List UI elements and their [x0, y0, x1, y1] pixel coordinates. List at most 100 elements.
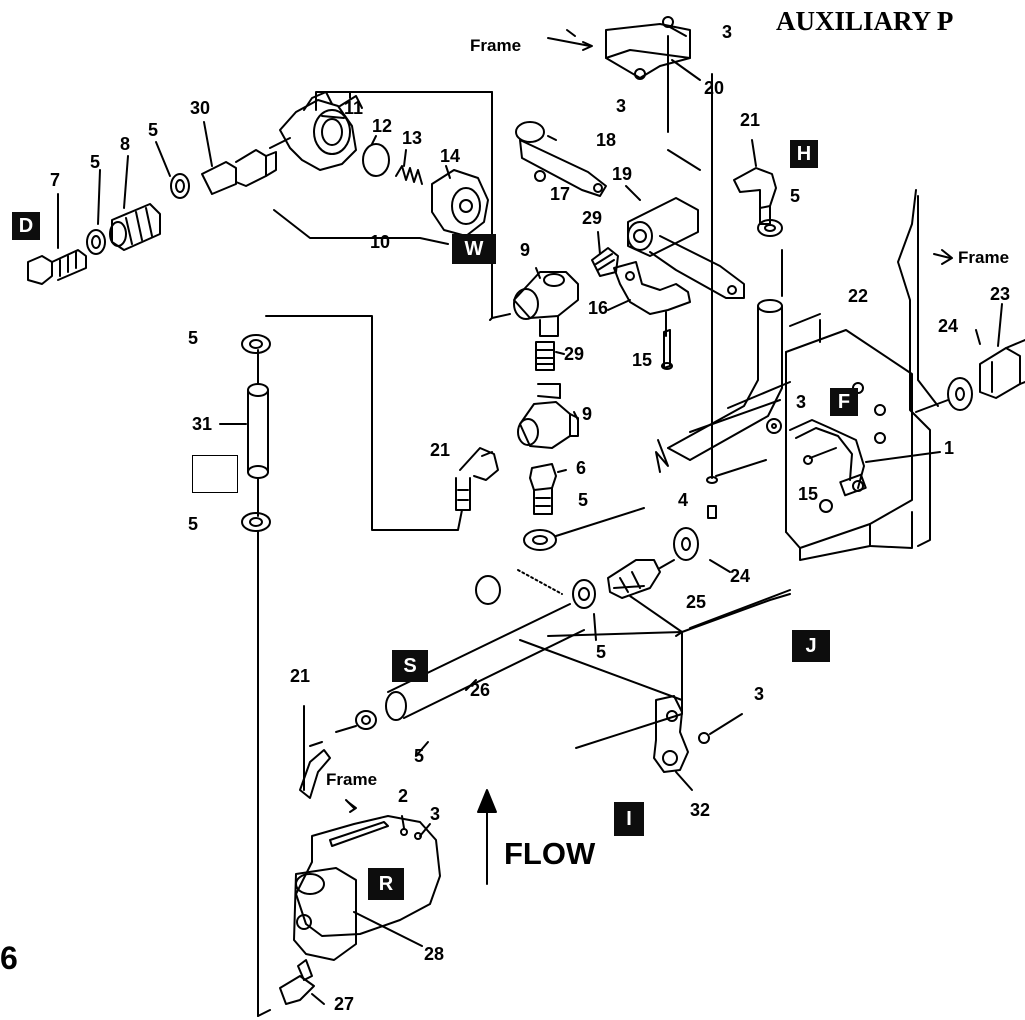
part-label-5f: 5	[578, 490, 589, 510]
part-label-24b: 24	[730, 566, 751, 586]
tee-9-lower	[517, 383, 579, 449]
part-label-19: 19	[612, 164, 633, 184]
elbow-21-upper	[733, 167, 777, 225]
part-label-21a: 21	[740, 110, 761, 130]
part-label-5b: 5	[148, 120, 159, 140]
callout-d: D	[12, 212, 40, 240]
part-label-15a: 15	[632, 350, 653, 370]
lever-18	[515, 121, 607, 197]
frame-right	[897, 189, 931, 547]
part-label-29b: 29	[564, 344, 585, 364]
page-title: AUXILIARY P	[776, 6, 954, 36]
part-label-22: 22	[848, 286, 869, 306]
part-label-9a: 9	[520, 240, 531, 260]
screw-4	[706, 476, 718, 519]
part-label-30: 30	[190, 98, 211, 118]
part-label-7: 7	[50, 170, 61, 190]
part-label-5a: 5	[90, 152, 101, 172]
part-label-11: 11	[344, 98, 364, 118]
washer-24-upper	[947, 377, 973, 411]
empty-callout-box	[192, 455, 238, 493]
fitting-27	[279, 959, 315, 1005]
part-label-31: 31	[192, 414, 213, 434]
hose-22	[667, 299, 783, 461]
part-label-2: 2	[398, 786, 409, 806]
valve-19	[627, 197, 745, 299]
part-label-27: 27	[334, 994, 355, 1014]
clamp-5-mid	[170, 173, 190, 199]
part-label-3e: 3	[430, 804, 441, 824]
clamp-5-center	[523, 529, 557, 551]
part-label-10: 10	[370, 232, 391, 252]
part-label-13: 13	[402, 128, 423, 148]
part-label-20: 20	[704, 78, 725, 98]
part-label-3a: 3	[722, 22, 733, 42]
part-label-1: 1	[944, 438, 955, 458]
screw-17	[534, 170, 546, 182]
frame-label-bottom: Frame	[326, 770, 378, 789]
part-label-29a: 29	[582, 208, 603, 228]
callout-s: S	[392, 650, 428, 682]
part-label-16: 16	[588, 298, 609, 318]
frame-label-top: Frame	[470, 36, 522, 55]
clamp-5-top-left	[241, 334, 271, 354]
elbow-21-mid	[455, 447, 499, 511]
leader-w	[265, 315, 463, 531]
part-label-4: 4	[678, 490, 689, 510]
cap-14	[431, 169, 489, 237]
part-label-32: 32	[690, 800, 711, 820]
screw-15-lower	[803, 447, 837, 465]
part-label-3d: 3	[754, 684, 765, 704]
part-label-21c: 21	[290, 666, 311, 686]
spring-13	[395, 165, 423, 185]
bracket-20	[605, 16, 701, 81]
callout-h: H	[790, 140, 818, 168]
clamp-5-left	[86, 229, 106, 255]
adapter-6	[529, 463, 557, 515]
part-label-24a: 24	[938, 316, 959, 336]
part-label-21b: 21	[430, 440, 451, 460]
part-label-5c: 5	[790, 186, 801, 206]
part-label-5d: 5	[188, 328, 199, 348]
frame-label-right: Frame	[958, 248, 1010, 267]
part-label-3b: 3	[616, 96, 627, 116]
part-label-26: 26	[470, 680, 491, 700]
part-label-23: 23	[990, 284, 1011, 304]
clamp-5-h	[757, 219, 783, 237]
part-label-6: 6	[576, 458, 587, 478]
washer-24-lower	[673, 527, 699, 561]
part-label-17: 17	[550, 184, 571, 204]
bracket-16	[613, 261, 691, 315]
screw-3-lower	[698, 713, 743, 744]
valve-11	[279, 91, 363, 171]
part-label-5g: 5	[596, 642, 607, 662]
part-label-25: 25	[686, 592, 707, 612]
part-label-3c: 3	[796, 392, 807, 412]
nipple-29-lower	[535, 341, 555, 371]
callout-r: R	[368, 868, 404, 900]
wire-1	[789, 419, 941, 497]
adapter-30	[201, 149, 277, 195]
frame-arrow-top	[547, 37, 591, 47]
fitting-23	[979, 339, 1025, 399]
part-label-5e: 5	[188, 514, 199, 534]
oring-12	[362, 143, 390, 177]
callout-i: I	[614, 802, 644, 836]
clamp-5-bottom-left	[241, 512, 271, 532]
fitting-25	[607, 559, 661, 599]
screw-3-f	[766, 418, 782, 434]
base-box	[575, 595, 683, 749]
clamp-5-near-26	[355, 710, 377, 730]
screw-15-upper	[661, 329, 673, 370]
part-label-28: 28	[424, 944, 445, 964]
tee-9-upper	[513, 271, 579, 337]
flow-arrow	[477, 789, 497, 885]
callout-f: F	[830, 388, 858, 416]
flow-label: FLOW	[504, 836, 596, 871]
strainer-8	[109, 203, 161, 251]
nipple-29-upper	[591, 247, 619, 277]
callout-w: W	[452, 234, 496, 264]
filter-28	[293, 815, 441, 961]
